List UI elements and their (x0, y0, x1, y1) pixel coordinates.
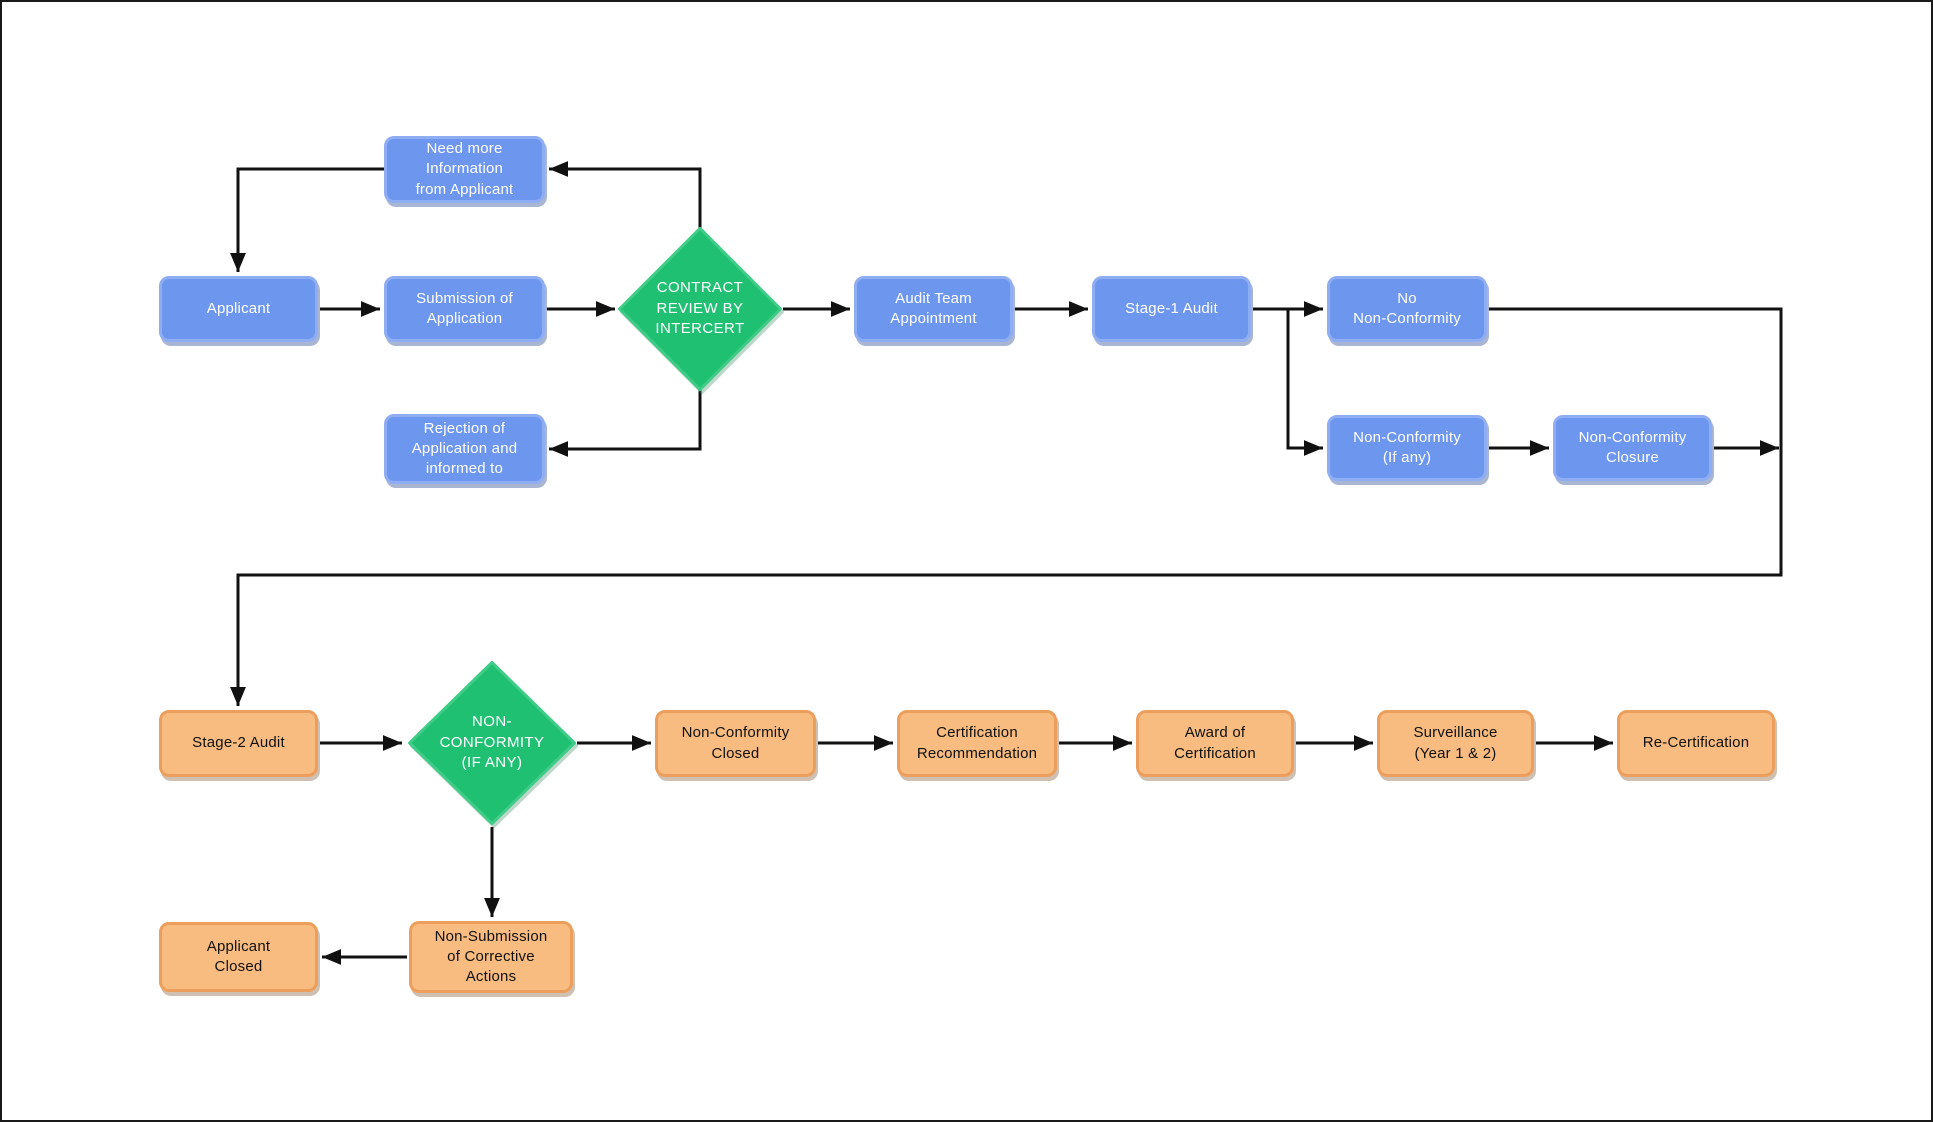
node-nc-if-any-label: Non-Conformity (If any) (1353, 428, 1461, 466)
node-submission: Submission of Application (384, 276, 545, 342)
node-submission-label: Submission of Application (416, 289, 513, 327)
node-stage1: Stage-1 Audit (1092, 276, 1251, 342)
edge-contract-review-rejection (549, 390, 702, 457)
diamond-shape (407, 660, 577, 826)
node-audit-team-label: Audit Team Appointment (890, 289, 977, 327)
node-need-more-info-label: Need more Information from Applicant (415, 140, 514, 198)
node-nc-closure-label: Non-Conformity Closure (1578, 428, 1687, 466)
node-applicant-closed-label: Applicant Closed (206, 937, 271, 975)
node-need-more-info: Need more Information from Applicant (384, 136, 545, 203)
node-cert-recommendation-label: Certification Recommendation (916, 724, 1038, 762)
node-nc-closed: Non-Conformity Closed (655, 710, 816, 777)
node-rejection-label: Rejection of Application and informed to (411, 419, 518, 478)
node-contract-review-diamond: CONTRACT REVIEW BY INTERCERT (617, 226, 783, 392)
node-recert-label: Re-Certification (1642, 734, 1750, 752)
node-nc-decision-diamond: NON- CONFORMITY (IF ANY) (407, 660, 577, 826)
node-applicant-label: Applicant (206, 299, 271, 317)
node-surveillance: Surveillance (Year 1 & 2) (1377, 710, 1534, 777)
diamond-shape (617, 226, 783, 392)
edge-contract-review-need-more-info (549, 161, 702, 228)
node-nc-if-any: Non-Conformity (If any) (1327, 415, 1487, 481)
node-applicant-closed: Applicant Closed (159, 922, 318, 992)
edge-no-nc-stage2 (230, 307, 1783, 706)
node-stage2-label: Stage-2 Audit (192, 734, 285, 752)
node-surveillance-label: Surveillance (Year 1 & 2) (1413, 724, 1498, 762)
node-contract-review-label: CONTRACT REVIEW BY INTERCERT (655, 278, 745, 338)
node-non-submission: Non-Submission of Corrective Actions (409, 921, 573, 993)
node-applicant: Applicant (159, 276, 318, 342)
edge-stage1-nc-if-any (1286, 309, 1323, 456)
node-nc-decision-label: NON- CONFORMITY (IF ANY) (439, 712, 545, 772)
node-no-nc-label: No Non-Conformity (1353, 289, 1461, 327)
node-stage2: Stage-2 Audit (159, 710, 318, 777)
node-cert-recommendation: Certification Recommendation (897, 710, 1057, 777)
node-award: Award of Certification (1136, 710, 1294, 777)
node-non-submission-label: Non-Submission of Corrective Actions (434, 927, 548, 986)
node-recert: Re-Certification (1617, 710, 1775, 777)
node-nc-closure: Non-Conformity Closure (1553, 415, 1712, 481)
edge-need-more-info-applicant (230, 167, 384, 272)
node-audit-team: Audit Team Appointment (854, 276, 1013, 342)
node-award-label: Award of Certification (1174, 724, 1256, 762)
node-rejection: Rejection of Application and informed to (384, 414, 545, 484)
node-no-nc: No Non-Conformity (1327, 276, 1487, 342)
node-stage1-label: Stage-1 Audit (1125, 299, 1218, 317)
node-nc-closed-label: Non-Conformity Closed (681, 724, 790, 762)
